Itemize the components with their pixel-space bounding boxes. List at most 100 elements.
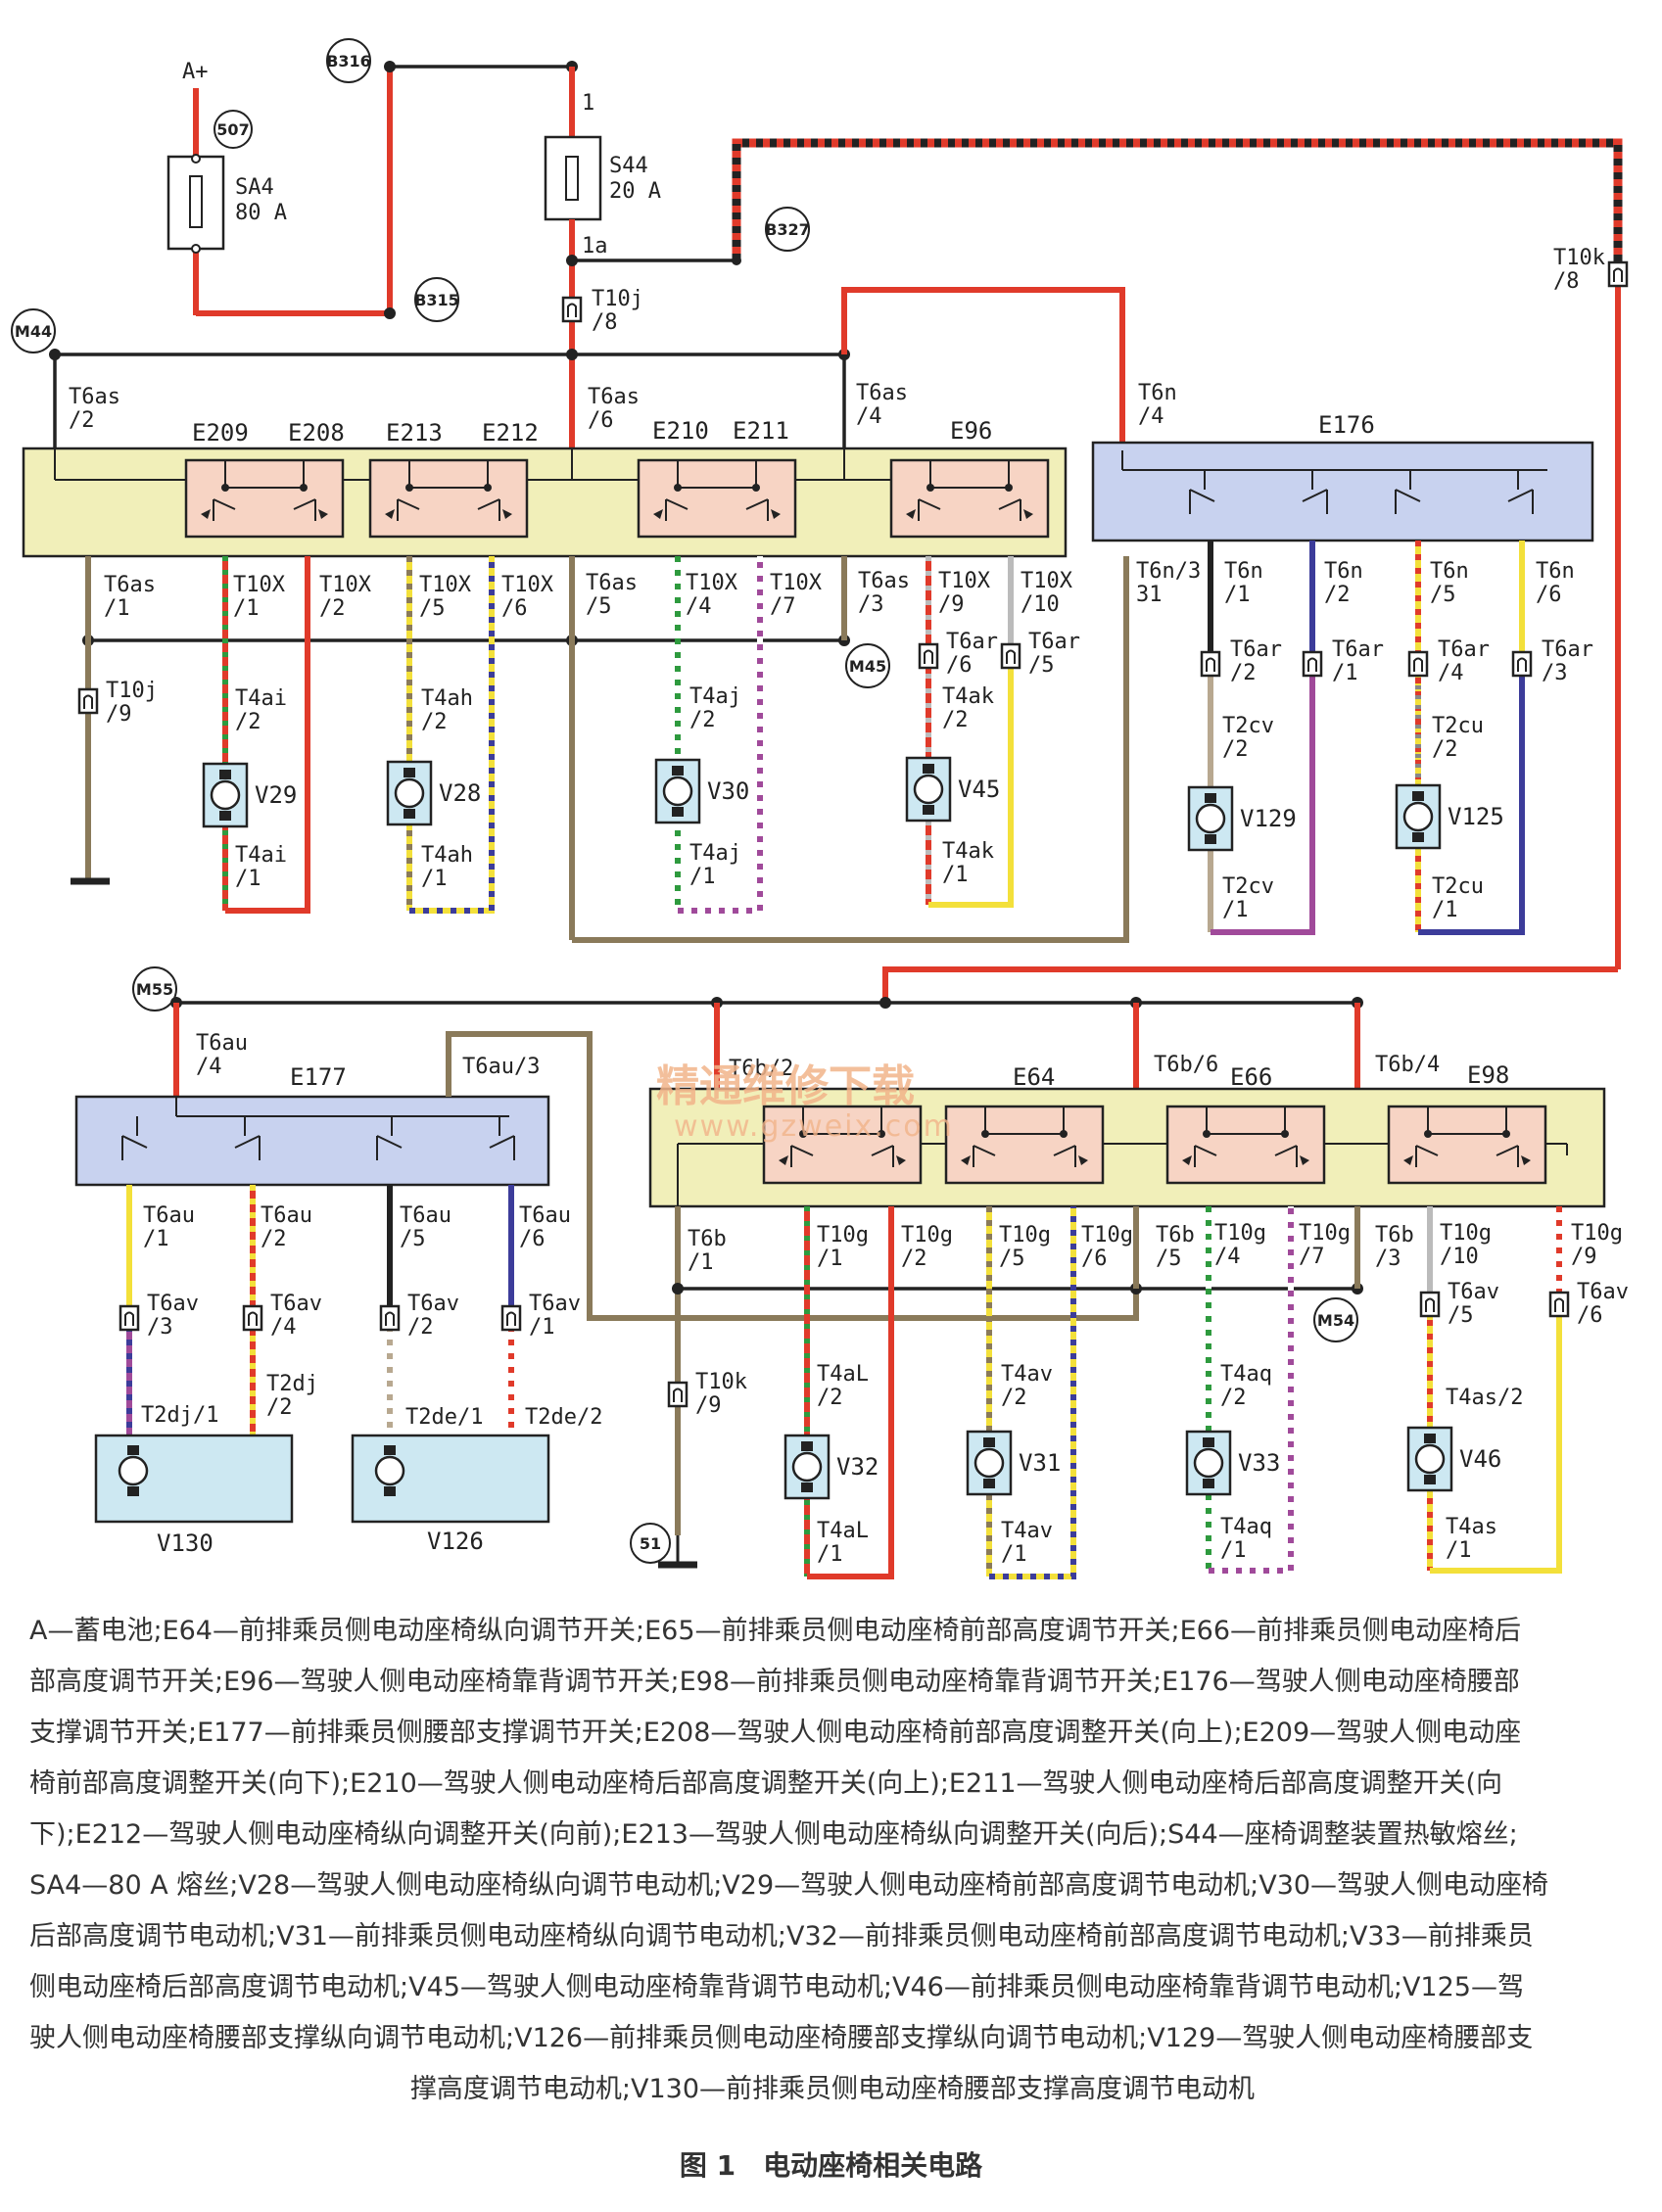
- conn-t4ah1: T4ah/1: [421, 843, 473, 891]
- switch-e98: E98: [1467, 1061, 1509, 1089]
- conn-t6av3: T6av/3: [147, 1292, 199, 1340]
- motor-v32: V32: [836, 1453, 878, 1481]
- motor-v30: V30: [707, 777, 749, 805]
- conn-t10x4: T10X/4: [686, 571, 738, 619]
- conn-t6b6: T6b/6: [1154, 1053, 1218, 1077]
- switch-e66-box: [1165, 1105, 1326, 1185]
- conn-t2dj1: T2dj/1: [141, 1403, 218, 1428]
- conn-t6as4: T6as/4: [856, 381, 908, 429]
- conn-t10j9: T10j/9: [106, 679, 158, 727]
- motor-v125: V125: [1448, 803, 1504, 830]
- conn-t4av1: T4av/1: [1001, 1519, 1053, 1567]
- motor-v28: V28: [439, 779, 481, 807]
- motor-v129: V129: [1240, 805, 1297, 832]
- switch-e64: E64: [1013, 1063, 1055, 1091]
- conn-t6b4: T6b/4: [1375, 1053, 1440, 1077]
- switch-e210-e211: [637, 458, 797, 539]
- conn-t4ak2: T4ak/2: [942, 684, 994, 732]
- conn-t6n2: T6n/2: [1324, 559, 1363, 607]
- watermark-text: 精通维修下载: [656, 1061, 915, 1111]
- conn-t6ar6: T6ar/6: [946, 630, 998, 678]
- conn-t6ar3: T6ar/3: [1542, 637, 1593, 685]
- switch-e209: E209: [192, 419, 249, 447]
- conn-t6as6: T6as/6: [588, 385, 640, 433]
- conn-t10x9: T10X/9: [938, 569, 991, 617]
- conn-t4aq1: T4aq/1: [1220, 1515, 1272, 1563]
- conn-t6au3: T6au/3: [462, 1055, 540, 1079]
- switch-e96-box: [889, 458, 1050, 539]
- legend-line: 支撑调节开关;E177—前排乘员侧腰部支撑调节开关;E208—驾驶人侧电动座椅前…: [29, 1718, 1522, 1748]
- legend-line: A—蓄电池;E64—前排乘员侧电动座椅纵向调节开关;E65—前排乘员侧电动座椅前…: [29, 1616, 1522, 1646]
- conn-t6au1: T6au/1: [143, 1203, 195, 1251]
- switch-e212: E212: [482, 419, 539, 447]
- node-b316: B316: [326, 52, 371, 71]
- conn-t6n4: T6n/4: [1138, 381, 1177, 429]
- conn-t10g10: T10g/10: [1440, 1221, 1492, 1269]
- node-m55: M55: [136, 980, 173, 999]
- conn-t10x5: T10X/5: [419, 573, 472, 621]
- conn-t6av6: T6av/6: [1577, 1280, 1629, 1328]
- conn-t2cu1: T2cu/1: [1432, 874, 1484, 922]
- conn-t10g7: T10g/7: [1299, 1221, 1351, 1269]
- legend-line: 下);E212—驾驶人侧电动座椅纵向调整开关(向前);E213—驾驶人侧电动座椅…: [29, 1819, 1518, 1850]
- node-m45: M45: [849, 657, 886, 676]
- conn-t6au5: T6au/5: [400, 1203, 451, 1251]
- conn-t2dj2: T2dj/2: [266, 1372, 318, 1420]
- fuse-s44-name: S44: [609, 154, 648, 178]
- conn-t4ai1: T4ai/1: [235, 843, 287, 891]
- conn-t6av5: T6av/5: [1448, 1280, 1499, 1328]
- node-m54: M54: [1317, 1311, 1354, 1330]
- conn-t4ak1: T4ak/1: [942, 839, 994, 887]
- conn-t10g6: T10g/6: [1081, 1223, 1133, 1271]
- conn-t10x1: T10X/1: [233, 573, 286, 621]
- node-m44: M44: [15, 322, 52, 341]
- fuse-sa4-rating: 80 A: [235, 201, 287, 225]
- conn-t10x6: T10X/6: [501, 573, 554, 621]
- fuse-s44-rating: 20 A: [609, 179, 661, 204]
- conn-t10g4: T10g/4: [1214, 1221, 1266, 1269]
- conn-t2cv2: T2cv/2: [1222, 714, 1274, 762]
- conn-t6b2: T6b/2: [729, 1057, 793, 1081]
- legend-line: 椅前部高度调整开关(向下);E210—驾驶人侧电动座椅后部高度调整开关(向上);…: [29, 1768, 1503, 1799]
- conn-t6b3: T6b/3: [1375, 1223, 1414, 1271]
- conn-t6au6: T6au/6: [519, 1203, 571, 1251]
- conn-t6ar1: T6ar/1: [1332, 637, 1384, 685]
- conn-t6as1: T6as/1: [104, 573, 156, 621]
- switch-e210: E210: [652, 417, 709, 445]
- switch-e208: E208: [288, 419, 345, 447]
- legend: A—蓄电池;E64—前排乘员侧电动座椅纵向调节开关;E65—前排乘员侧电动座椅前…: [29, 1606, 1636, 2115]
- conn-t6n1: T6n/1: [1224, 559, 1263, 607]
- conn-t10j8: T10j/8: [592, 287, 643, 335]
- switch-e98-box: [1387, 1105, 1547, 1185]
- conn-t4as1: T4as/1: [1446, 1515, 1497, 1563]
- lumbar-switch-panel-e176: [1091, 441, 1594, 542]
- conn-t6as3: T6as/3: [858, 569, 910, 617]
- legend-line: 驶人侧电动座椅腰部支撑纵向调节电动机;V126—前排乘员侧电动座椅腰部支撑纵向调…: [29, 2023, 1534, 2053]
- node-b327: B327: [765, 220, 810, 239]
- legend-line: 侧电动座椅后部高度调节电动机;V45—驾驶人侧电动座椅靠背调节电动机;V46—前…: [29, 1972, 1524, 2002]
- conn-t10g1: T10g/1: [817, 1223, 869, 1271]
- conn-t2cu2: T2cu/2: [1432, 714, 1484, 762]
- node-b315: B315: [414, 291, 459, 309]
- legend-line: 部高度调节开关;E96—驾驶人侧电动座椅靠背调节开关;E98—前排乘员侧电动座椅…: [29, 1667, 1520, 1697]
- figure-title: 电动座椅相关电路: [763, 2149, 983, 2182]
- motor-v46: V46: [1459, 1445, 1501, 1473]
- conn-t6n5: T6n/5: [1430, 559, 1469, 607]
- conn-t6av4: T6av/4: [270, 1292, 322, 1340]
- switch-e96: E96: [950, 417, 992, 445]
- motor-v29: V29: [255, 781, 297, 809]
- conn-t10g5: T10g/5: [999, 1223, 1051, 1271]
- conn-t4al2: T4aL/2: [817, 1362, 869, 1410]
- legend-line: SA4—80 A 熔丝;V28—驾驶人侧电动座椅纵向调节电动机;V29—驾驶人侧…: [29, 1870, 1549, 1901]
- switch-e213-e212: [368, 458, 529, 539]
- legend-line: 撑高度调节电动机;V130—前排乘员侧电动座椅腰部支撑高度调节电动机: [409, 2074, 1256, 2104]
- conn-t2de2: T2de/2: [525, 1405, 602, 1430]
- conn-t4aq2: T4aq/2: [1220, 1362, 1272, 1410]
- conn-t4al1: T4aL/1: [817, 1519, 869, 1567]
- conn-t6b1: T6b/1: [688, 1227, 727, 1275]
- conn-t6n6: T6n/6: [1536, 559, 1575, 607]
- motor-v45: V45: [958, 776, 1000, 803]
- conn-t2de1: T2de/1: [405, 1405, 483, 1430]
- conn-t4aj1: T4aj/1: [689, 841, 741, 889]
